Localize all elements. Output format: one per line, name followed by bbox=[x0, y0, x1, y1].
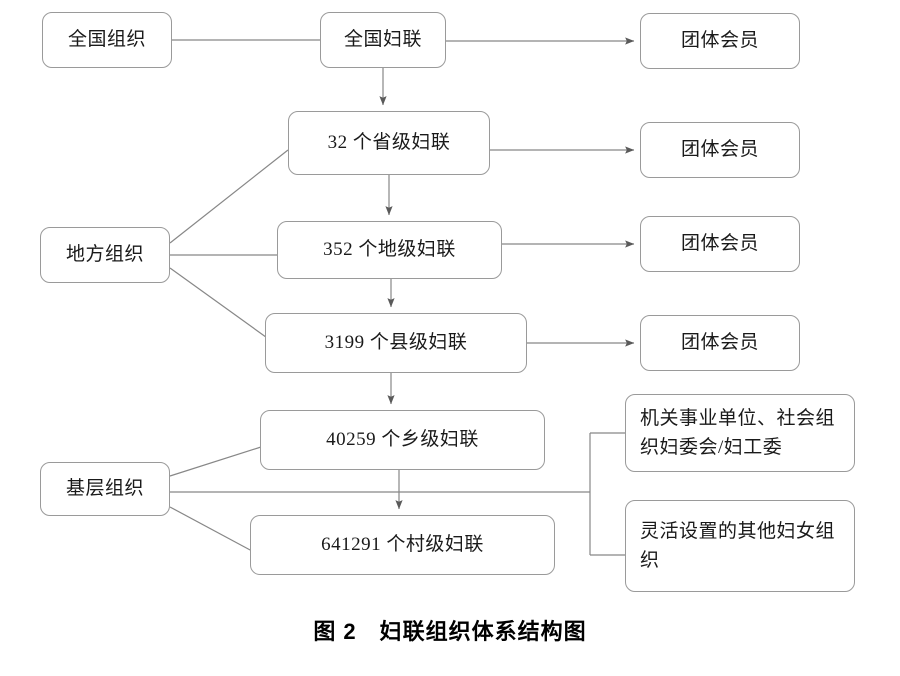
node-member-2[interactable]: 团体会员 bbox=[640, 122, 800, 178]
node-township-label: 40259 个乡级妇联 bbox=[326, 428, 479, 450]
node-prefecture-label: 352 个地级妇联 bbox=[323, 238, 456, 260]
edge-local-group-to-provincial bbox=[169, 149, 289, 244]
node-member-2-label: 团体会员 bbox=[680, 138, 759, 160]
node-national-group-label: 全国组织 bbox=[67, 28, 146, 50]
node-county[interactable]: 3199 个县级妇联 bbox=[265, 313, 527, 373]
node-village-label: 641291 个村级妇联 bbox=[321, 533, 484, 555]
edge-grassroots-to-township bbox=[169, 446, 262, 477]
node-local-group-label: 地方组织 bbox=[65, 243, 144, 265]
node-flexible-org[interactable]: 灵活设置的其他妇女组织 bbox=[625, 500, 855, 592]
node-grassroots-group-label: 基层组织 bbox=[65, 477, 144, 499]
node-member-1-label: 团体会员 bbox=[680, 29, 759, 51]
edge-local-group-to-county bbox=[169, 267, 278, 346]
node-member-4-label: 团体会员 bbox=[680, 331, 759, 353]
node-provincial-label: 32 个省级妇联 bbox=[327, 131, 451, 153]
node-national-acwf-label: 全国妇联 bbox=[343, 28, 422, 50]
node-flexible-org-label: 灵活设置的其他妇女组织 bbox=[640, 520, 836, 571]
node-prefecture[interactable]: 352 个地级妇联 bbox=[277, 221, 502, 279]
node-village[interactable]: 641291 个村级妇联 bbox=[250, 515, 555, 575]
node-institution-committee[interactable]: 机关事业单位、社会组织妇委会/妇工委 bbox=[625, 394, 855, 472]
node-member-4[interactable]: 团体会员 bbox=[640, 315, 800, 371]
node-national-group[interactable]: 全国组织 bbox=[42, 12, 172, 68]
node-national-acwf[interactable]: 全国妇联 bbox=[320, 12, 446, 68]
node-institution-committee-label: 机关事业单位、社会组织妇委会/妇工委 bbox=[640, 407, 836, 458]
node-member-1[interactable]: 团体会员 bbox=[640, 13, 800, 69]
node-county-label: 3199 个县级妇联 bbox=[324, 331, 468, 353]
node-member-3[interactable]: 团体会员 bbox=[640, 216, 800, 272]
edge-grassroots-to-village bbox=[169, 506, 253, 552]
node-member-3-label: 团体会员 bbox=[680, 232, 759, 254]
node-local-group[interactable]: 地方组织 bbox=[40, 227, 170, 283]
figure-caption: 图 2 妇联组织体系结构图 bbox=[313, 619, 587, 644]
node-township[interactable]: 40259 个乡级妇联 bbox=[260, 410, 545, 470]
node-provincial[interactable]: 32 个省级妇联 bbox=[288, 111, 490, 175]
node-grassroots-group[interactable]: 基层组织 bbox=[40, 462, 170, 516]
